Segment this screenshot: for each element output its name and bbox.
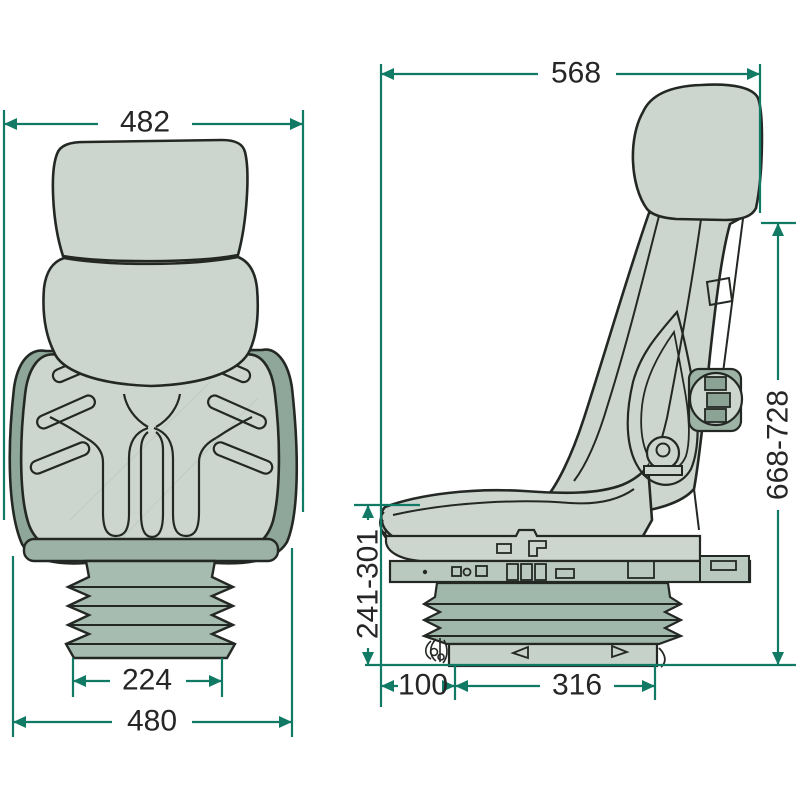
dimension-front-width: 482 <box>2 106 305 520</box>
rail-controls <box>422 555 750 583</box>
base-box-marks <box>510 644 666 668</box>
dimension-base-length: 316 <box>453 665 657 702</box>
side-bellows <box>421 581 684 646</box>
side-view <box>379 83 764 668</box>
adjuster-knob <box>687 367 744 433</box>
dimension-base-width: 480 <box>11 548 294 738</box>
dimensions: 482 224 480 568 <box>2 57 796 738</box>
stitch-channel <box>122 393 182 428</box>
dimension-depth: 568 <box>379 57 762 707</box>
dimension-bellows-width: 224 <box>71 658 224 697</box>
front-bellows-pleat-lines <box>66 586 235 645</box>
dim-label-front-width: 482 <box>120 106 170 139</box>
side-cushion-seam <box>392 488 635 516</box>
front-shoulder-pad <box>42 255 260 388</box>
stitch-gill <box>207 394 267 430</box>
side-bellows-pleat-lines <box>424 603 681 637</box>
stitch-channel <box>49 416 149 538</box>
stitch-gill <box>212 441 274 475</box>
side-pan-cutouts <box>496 540 547 557</box>
dimension-front-offset: 100 <box>381 669 455 702</box>
dim-label-base-width: 480 <box>127 705 177 738</box>
stitch-gill <box>36 394 96 430</box>
dim-label-bellows-width: 224 <box>122 664 172 697</box>
dim-label-height-seat: 241-301 <box>352 529 385 639</box>
side-seat-cushion <box>379 462 654 550</box>
front-bellows <box>64 559 237 660</box>
front-seat-rim <box>22 537 280 563</box>
base-box <box>447 642 659 668</box>
side-headrest <box>631 83 764 222</box>
stitch-gill <box>29 441 91 475</box>
dim-label-depth: 568 <box>551 57 601 90</box>
front-view <box>8 138 299 660</box>
cable-squiggle <box>424 638 448 664</box>
front-headrest <box>51 138 249 263</box>
dim-label-base-length: 316 <box>552 669 602 702</box>
dim-label-height-total: 668-728 <box>762 390 795 500</box>
dimension-height-total: 668-728 <box>761 221 796 665</box>
pivot-bolt <box>643 435 683 476</box>
dim-label-front-offset: 100 <box>398 669 448 702</box>
stitch-channel <box>153 416 253 538</box>
dimension-height-seat: 241-301 <box>352 503 420 665</box>
stitch-channel <box>139 431 165 539</box>
